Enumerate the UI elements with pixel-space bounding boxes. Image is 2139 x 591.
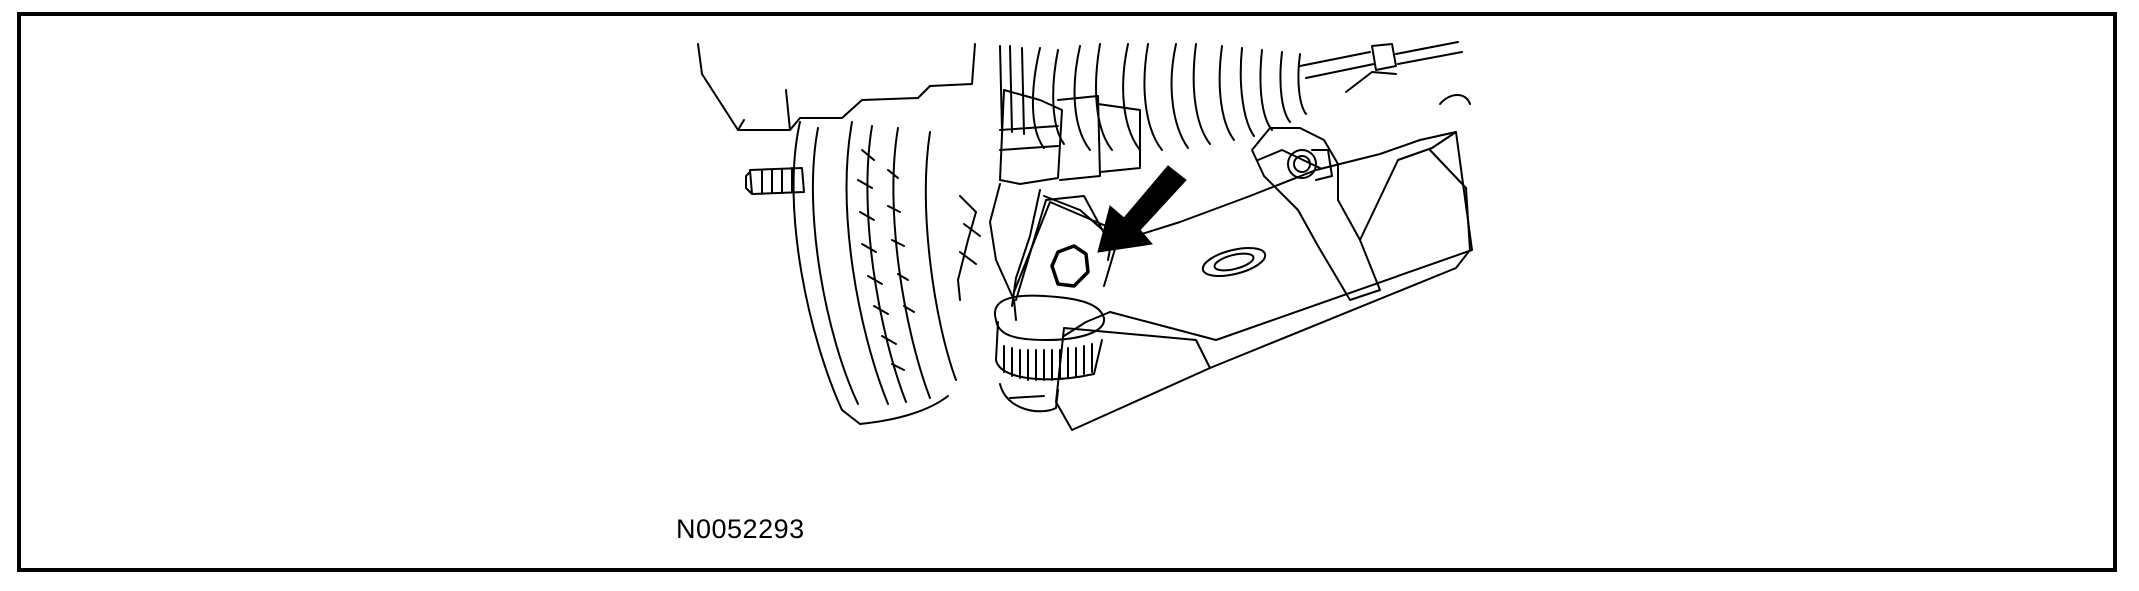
wheel-stud — [745, 167, 805, 195]
caliper-housing — [697, 43, 976, 131]
pinch-bolt-boss — [1013, 201, 1121, 293]
figure-frame — [17, 12, 2117, 572]
figure-id-label: N0052293 — [676, 514, 805, 544]
ball-joint — [993, 294, 1106, 413]
arrow-icon — [1097, 165, 1187, 253]
cv-boot — [999, 41, 1463, 151]
spindle-upper — [999, 89, 1141, 185]
brake-rotor — [792, 121, 957, 425]
hex-nut-icon — [1050, 244, 1090, 288]
